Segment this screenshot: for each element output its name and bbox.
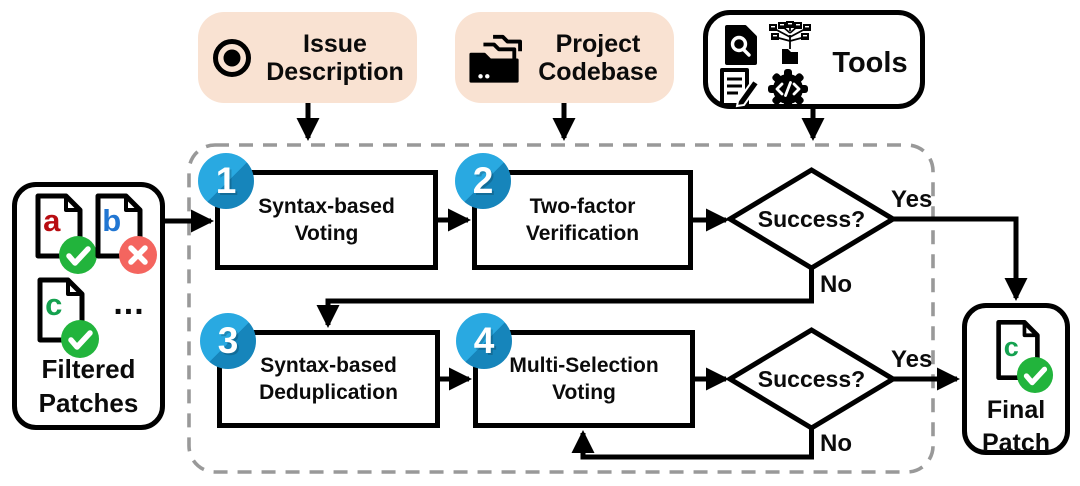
repo-map-icon: [769, 21, 811, 64]
project-codebase-label: Project Codebase: [538, 29, 658, 86]
patch-file-b: b: [93, 193, 157, 274]
final-patch-label: Final Patch: [981, 396, 1051, 457]
arrow-decision1-no-to-step3: [316, 268, 814, 328]
tools-label: Tools: [832, 46, 908, 79]
step1-label: Syntax-based Voting: [258, 194, 395, 245]
decision2-no-label: No: [820, 430, 852, 457]
patch-letter: a: [43, 203, 61, 238]
final-patch-box: c Final Patch: [962, 303, 1070, 457]
patch-letter: c: [45, 287, 63, 322]
patch-file-a: a: [33, 193, 97, 274]
step2-label: Two-factor Verification: [525, 194, 640, 245]
more-patches-ellipsis: ...: [113, 283, 145, 322]
filtered-patches-label: Filtered Patches: [38, 354, 139, 418]
patch-letter: c: [1003, 332, 1019, 362]
issue-description-label: Issue Description: [266, 29, 404, 86]
arrow-decision2-no-loop-step4: [571, 428, 814, 460]
step2-number-badge: 2: [455, 153, 511, 209]
decision1-no-label: No: [820, 271, 852, 298]
code-gear-icon: [768, 69, 808, 109]
decision2-label: Success?: [757, 365, 866, 392]
step1-number-badge: 1: [198, 153, 254, 209]
decision1-yes-label: Yes: [891, 186, 933, 213]
check-badge-icon: [61, 320, 99, 358]
file-search-icon: [725, 25, 757, 65]
edit-doc-icon: [720, 68, 761, 108]
arrow-decision1-yes-to-final: [893, 216, 1028, 301]
tools-box: Tools: [703, 10, 925, 109]
bullseye-icon: [213, 38, 251, 77]
check-badge-icon: [59, 236, 97, 274]
filtered-patches-box: a b c: [12, 182, 165, 430]
step3-label: Syntax-based Deduplication: [259, 353, 398, 404]
project-codebase-box: Project Codebase: [455, 12, 674, 103]
step4-number-badge: 4: [456, 313, 512, 369]
decision1-label: Success?: [757, 205, 866, 232]
decision-1-diamond: [725, 167, 898, 271]
final-patch-file: c: [994, 318, 1054, 394]
pipeline-dashed-frame: [187, 143, 935, 474]
step4-box: Multi-Selection Voting: [473, 330, 695, 428]
check-badge-icon: [1016, 356, 1054, 394]
patch-letter: b: [102, 203, 122, 238]
cross-badge-icon: [119, 236, 157, 274]
patch-file-c: c: [35, 277, 99, 358]
issue-description-box: Issue Description: [198, 12, 417, 103]
decision-2-diamond: [725, 327, 898, 431]
decision2-yes-label: Yes: [891, 346, 933, 373]
step3-number-badge: 3: [200, 313, 256, 369]
folder-stack-icon: [469, 34, 522, 83]
step4-label: Multi-Selection Voting: [509, 353, 659, 404]
